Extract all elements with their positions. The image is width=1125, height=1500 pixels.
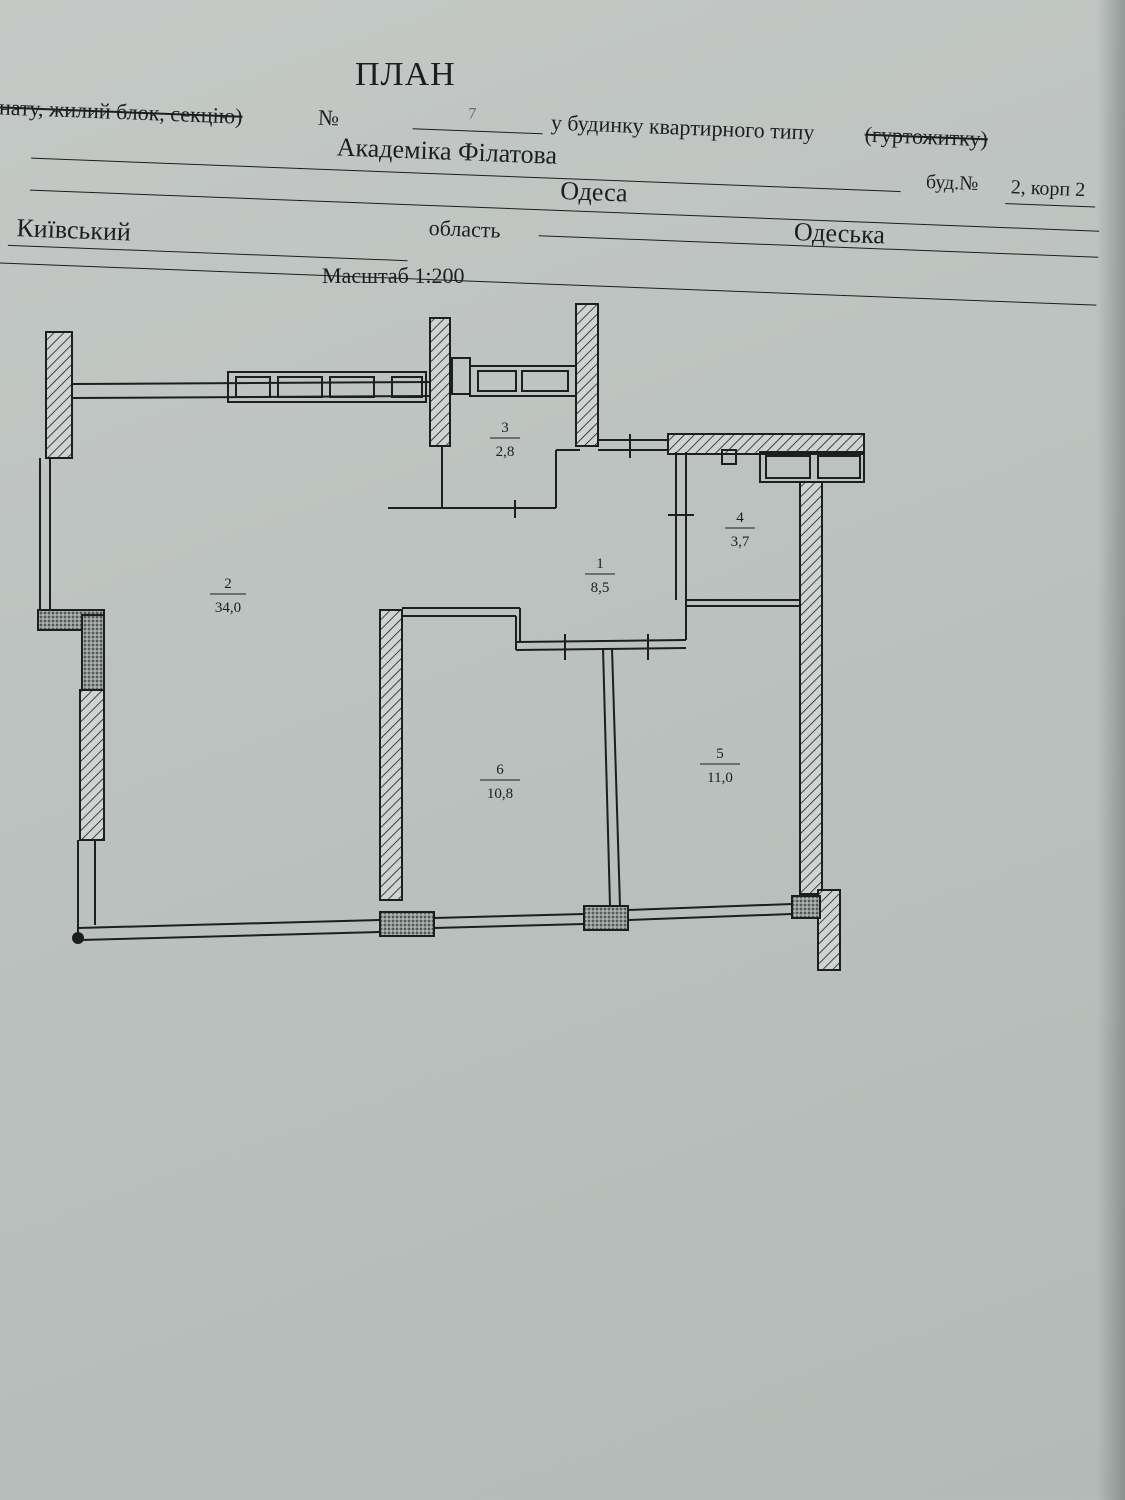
room-area: 10,8 [487,786,513,802]
wall-segment [667,433,865,455]
window-pane [521,370,569,392]
room-area: 3,7 [731,534,750,550]
document-title: ПЛАН [355,56,456,93]
wall-segment [81,614,105,691]
wall-segment [45,331,73,459]
wall-segment [575,303,599,447]
page-edge-shadow [1097,0,1125,1500]
corner-marker [72,932,84,944]
room-area: 34,0 [215,600,241,616]
window-pane [277,376,323,398]
room-label-3: 3 2,8 [490,420,520,460]
room-number: 2 [224,576,232,592]
scale-label: Масштаб 1:200 [322,263,465,288]
room-area: 11,0 [707,770,733,786]
window-block [227,371,427,403]
room-label-2: 2 34,0 [210,576,246,616]
window-pane [477,370,517,392]
window-pane [329,376,375,398]
room-label-4: 4 3,7 [725,510,755,550]
window-pane [235,376,271,398]
wall-segment [429,317,451,447]
window-pane [391,376,423,398]
room-area: 8,5 [591,580,610,596]
vent-shaft [451,357,471,395]
room-label-1: 1 8,5 [585,556,615,596]
wall-segment [817,889,841,971]
room-number: 1 [596,556,604,572]
room-label-5: 5 11,0 [700,746,740,786]
wall-segment [791,895,821,919]
window-pane [817,455,861,479]
window-pane [765,455,811,479]
wall-segment [379,609,403,901]
wall-segment [79,689,105,841]
room-labels: 3 2,8 1 8,5 4 3,7 2 34,0 5 11,0 6 10,8 [210,420,755,802]
room-number: 3 [501,420,509,436]
wall-segment [379,911,435,937]
room-label-6: 6 10,8 [480,762,520,802]
room-number: 5 [716,746,724,762]
wall-segment [799,481,823,895]
walls [37,303,865,971]
wall-segment [583,905,629,931]
room-number: 6 [496,762,504,778]
room-number: 4 [736,510,744,526]
room-area: 2,8 [496,444,515,460]
vent-shaft [721,449,737,465]
